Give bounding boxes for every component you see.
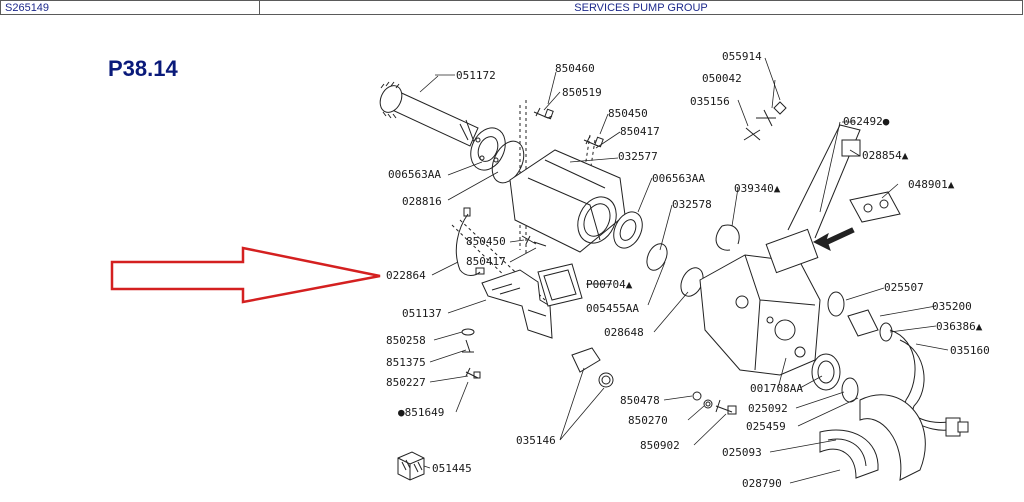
part-label: 028648 [604,326,644,339]
part-label: 035200 [932,300,972,313]
part-label: 032577 [618,150,658,163]
direction-arrow [812,227,855,251]
solenoid-connector [841,139,861,157]
part-label: 039340▲ [734,182,781,195]
part-label: 028790 [742,477,782,490]
part-label: P00704▲ [586,278,633,291]
part-label: 022864 [386,269,426,282]
lower-pipe [819,394,926,481]
hex-nut [397,451,425,481]
part-code: S265149 [5,2,50,14]
o-ring [646,243,668,271]
housing-bearing [613,211,643,249]
part-label: 006563AA [652,172,705,185]
part-label: 051172 [456,69,496,82]
red-callout-arrow [110,246,381,304]
part-label: 035146 [516,434,556,447]
part-label: 032578 [672,198,712,211]
header-divider [259,1,260,15]
part-label: 025093 [722,446,762,459]
drive-shaft [379,81,479,147]
pump-fasteners [692,391,737,415]
part-label: 005455AA [586,302,639,315]
part-label: 051445 [432,462,472,475]
header-title: SERVICES PUMP GROUP [574,2,708,14]
part-label: 850450 [466,235,506,248]
lower-bolts [521,235,547,247]
part-label: 025459 [746,420,786,433]
part-label: 850417 [620,125,660,138]
upper-bolts [533,107,604,148]
part-label: 035160 [950,344,990,357]
adapter-housing [509,149,626,253]
o-ring [841,377,859,403]
part-label: 028816 [402,195,442,208]
part-label: 025507 [884,281,924,294]
valve-cartridge [849,191,901,223]
shaft-bearing [470,127,506,171]
part-label: 850478 [620,394,660,407]
sensor-cable [455,207,485,276]
header-bar: S265149 SERVICES PUMP GROUP [0,0,1023,15]
part-label: 048901▲ [908,178,955,191]
leader-lines [419,57,949,484]
gasket [537,263,583,307]
upper-pipe [889,329,969,437]
outlet-fitting [811,353,841,391]
part-label: 850450 [608,107,648,120]
part-label: 850460 [555,62,595,75]
top-fittings [743,101,787,141]
part-label: 036386▲ [936,320,983,333]
part-label: 051137 [402,307,442,320]
o-ring [491,140,525,184]
pump-body [699,124,861,376]
part-label: 850258 [386,334,426,347]
bracket-fasteners [461,328,481,379]
part-label: 062492● [843,115,890,128]
page-reference: P38.14 [108,56,178,81]
part-label: 850902 [640,439,680,452]
part-label: 850270 [628,414,668,427]
part-label: 055914 [722,50,762,63]
part-label: 850519 [562,86,602,99]
part-label: 006563AA [388,168,441,181]
part-label: 035156 [690,95,730,108]
part-label: 025092 [748,402,788,415]
o-ring [827,291,845,317]
mounting-bracket [481,269,553,339]
part-label: 850227 [386,376,426,389]
elbow-fitting [571,347,614,388]
part-label: ●851649 [398,406,444,419]
circlip [715,224,740,251]
part-label: 028854▲ [862,149,909,162]
part-label: 850417 [466,255,506,268]
part-label: 851375 [386,356,426,369]
part-label: 001708AA [750,382,803,395]
part-label: 050042 [702,72,742,85]
